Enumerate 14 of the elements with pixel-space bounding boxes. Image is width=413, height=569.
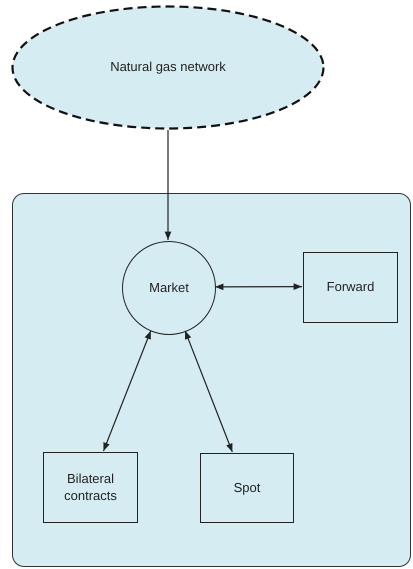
node-label: Natural gas network [110, 59, 226, 76]
arrow [164, 130, 172, 240]
node-label: Spot [234, 480, 260, 496]
dashed-ellipse [11, 5, 325, 130]
node-label: Market [149, 280, 189, 296]
arrow [215, 283, 302, 290]
arrow [102, 330, 152, 452]
arrow [184, 330, 233, 452]
node-label: Bilateral contracts [63, 471, 118, 504]
process-box [43, 452, 138, 523]
process-box [200, 453, 294, 523]
node-label: Forward [326, 279, 374, 296]
process-box [303, 252, 398, 323]
panel [12, 193, 411, 567]
